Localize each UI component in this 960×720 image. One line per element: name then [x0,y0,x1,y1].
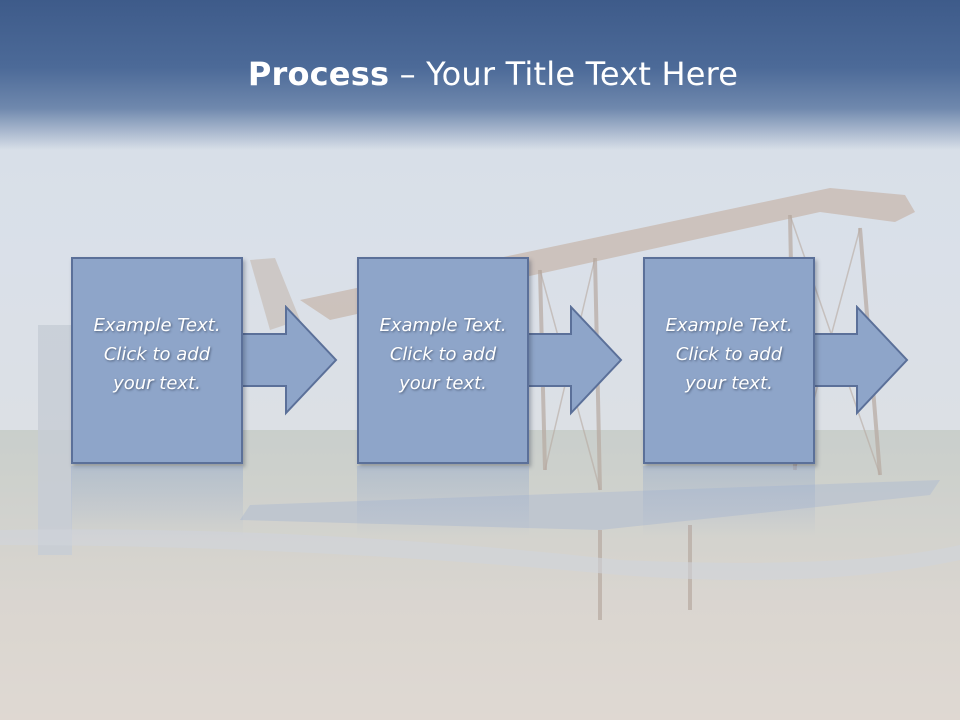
slide-title-bold: Process [247,55,390,93]
process-step-2-text[interactable]: Example Text. Click to add your text. [379,315,507,394]
slide-title[interactable]: Process – Your Title Text Here [0,54,960,94]
process-step-3-text[interactable]: Example Text. Click to add your text. [665,315,793,394]
process-step-3-reflection [643,466,815,536]
step-arrow-1 [240,305,338,416]
title-banner [0,0,960,150]
step-arrow-3 [811,305,909,416]
process-step-1-reflection [71,466,243,536]
process-step-1[interactable]: Example Text. Click to add your text. [71,257,243,464]
process-step-2[interactable]: Example Text. Click to add your text. [357,257,529,464]
process-step-3[interactable]: Example Text. Click to add your text. [643,257,815,464]
process-step-2-reflection [357,466,529,536]
slide-title-rest: – Your Title Text Here [389,55,739,93]
process-step-1-text[interactable]: Example Text. Click to add your text. [93,315,221,394]
step-arrow-2 [525,305,623,416]
